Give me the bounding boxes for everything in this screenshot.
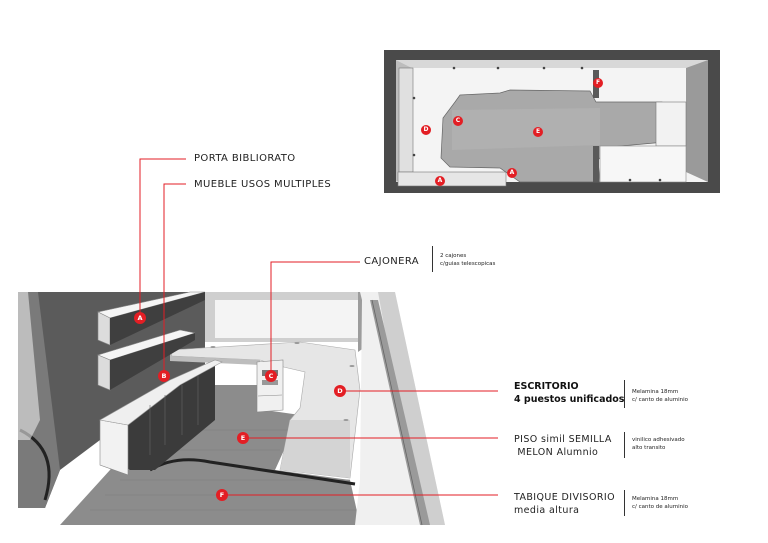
cajonera-note-2: c/guias telescopicas [440,261,496,267]
plan-marker-c: C [453,116,463,126]
piso-note-2: alto transito [632,445,666,451]
marker-f: F [216,489,228,501]
label-porta-biblioratos: PORTA BIBLIORATO [194,153,296,164]
label-mueble-usos-multiples: MUEBLE USOS MULTIPLES [194,179,332,190]
tabique-divider [624,490,625,516]
cajonera-note-1: 2 cajones [440,253,467,259]
label-escritorio-puestos: 4 puestos unificados [514,394,625,405]
piso-divider [624,432,625,458]
label-piso: PISO simil SEMILLA [514,434,612,445]
escritorio-note-1: Melamina 18mm [632,389,679,395]
plan-marker-e: E [533,127,543,137]
marker-d: D [334,385,346,397]
plan-marker-d: D [421,125,431,135]
escritorio-divider [624,380,625,408]
label-escritorio: ESCRITORIO [514,381,579,392]
cajonera-divider [432,246,433,272]
marker-b: B [158,370,170,382]
tabique-note-2: c/ canto de aluminio [632,504,689,510]
label-tabique-media-altura: media altura [514,505,580,516]
escritorio-note-2: c/ canto de aluminio [632,397,689,403]
plan-marker-f: F [593,78,603,88]
marker-e: E [237,432,249,444]
plan-marker-a: A [435,176,445,186]
label-piso-melon: MELON Alumnio [514,447,599,458]
tabique-note-1: Melamina 18mm [632,496,679,502]
piso-note-1: vinilico adhesivado [632,437,685,443]
marker-a: A [134,312,146,324]
marker-c: C [265,370,277,382]
label-tabique: TABIQUE DIVISORIO [514,492,615,503]
label-cajonera: CAJONERA [364,256,420,267]
plan-marker-b: A [507,168,517,178]
